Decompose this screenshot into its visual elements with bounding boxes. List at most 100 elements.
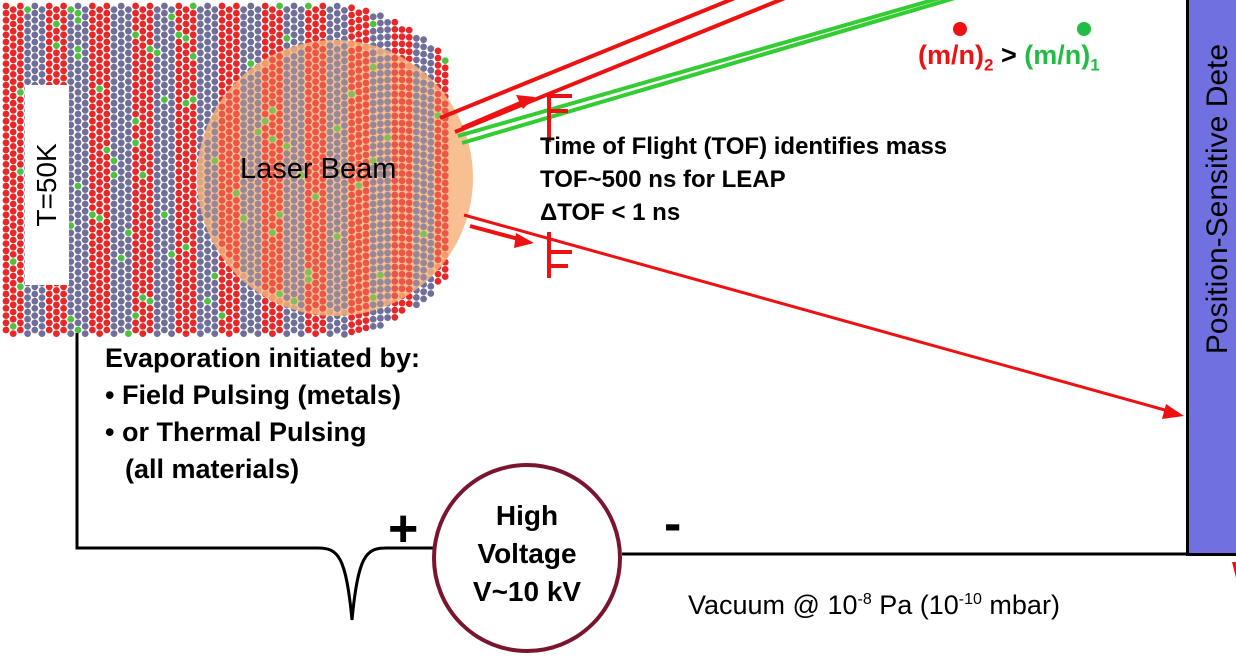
atom — [434, 198, 442, 206]
atom — [117, 182, 125, 190]
atom — [124, 323, 132, 330]
atom — [218, 197, 226, 204]
atom — [175, 233, 183, 240]
atom — [384, 155, 391, 163]
atom — [67, 200, 75, 208]
atom — [247, 204, 255, 212]
atom — [305, 312, 312, 319]
atom — [96, 128, 103, 136]
atom — [110, 207, 118, 215]
atom — [355, 9, 363, 17]
atom — [204, 153, 212, 161]
atom — [254, 114, 262, 121]
atom — [362, 14, 370, 22]
atom — [89, 204, 96, 212]
pulse-waveform — [317, 546, 434, 621]
atom — [290, 117, 298, 125]
atom — [132, 233, 140, 240]
atom — [420, 115, 427, 123]
atom — [377, 178, 384, 185]
atom — [247, 319, 255, 327]
atom — [355, 182, 363, 190]
atom — [319, 189, 327, 197]
atom — [283, 128, 291, 136]
atom — [197, 229, 204, 237]
atom — [9, 301, 17, 309]
atom — [74, 182, 82, 190]
atom — [96, 272, 103, 280]
atom — [297, 330, 305, 337]
atom — [103, 60, 111, 67]
atom — [81, 215, 89, 222]
atom — [146, 290, 154, 298]
atom — [254, 308, 262, 316]
atom — [2, 182, 10, 190]
atom — [225, 308, 233, 316]
atom — [398, 105, 406, 113]
atom — [60, 9, 67, 17]
atom — [17, 60, 24, 67]
atom — [146, 211, 154, 219]
atom — [153, 6, 161, 13]
atom — [261, 225, 269, 233]
atom — [110, 265, 118, 273]
atom — [225, 251, 233, 258]
atom — [391, 213, 399, 221]
atom — [434, 205, 442, 213]
atom — [24, 20, 31, 28]
atom — [218, 74, 226, 82]
atom — [269, 56, 276, 64]
atom — [31, 290, 39, 298]
atom — [89, 96, 96, 103]
atom — [247, 312, 255, 319]
atom — [348, 314, 355, 321]
atom — [225, 99, 233, 107]
atom — [326, 164, 334, 172]
atom — [132, 110, 140, 118]
atom — [168, 150, 176, 158]
atom — [369, 143, 377, 150]
atom — [204, 139, 212, 147]
atom — [420, 129, 427, 137]
atom — [161, 175, 168, 183]
atom — [67, 251, 75, 258]
atom — [211, 186, 219, 194]
atom — [89, 189, 96, 197]
atom — [333, 110, 341, 118]
atom — [362, 173, 370, 181]
atom — [96, 243, 103, 251]
atom — [326, 128, 334, 136]
atom — [254, 157, 262, 165]
atom — [182, 215, 190, 222]
atom — [398, 155, 406, 163]
atom — [139, 279, 147, 287]
atom — [182, 63, 190, 71]
atom — [146, 305, 154, 312]
atom — [269, 128, 276, 136]
atom — [139, 330, 147, 337]
atom — [110, 243, 118, 251]
atom — [405, 26, 413, 34]
atom — [420, 187, 427, 195]
atom — [189, 38, 197, 46]
atom — [233, 89, 240, 96]
atom — [124, 171, 132, 179]
atom — [161, 276, 168, 283]
atom — [254, 20, 262, 28]
atom — [74, 218, 82, 226]
atom — [377, 307, 384, 315]
atom — [124, 215, 132, 222]
atom — [153, 323, 161, 330]
atom — [362, 230, 370, 238]
atom — [355, 74, 363, 81]
atom — [110, 49, 118, 57]
atom — [182, 200, 190, 208]
atom — [333, 283, 341, 291]
atom — [17, 17, 24, 24]
atom — [103, 161, 111, 168]
atom — [377, 250, 384, 257]
atom — [218, 153, 226, 161]
atom — [96, 78, 103, 85]
atom — [175, 218, 183, 226]
atom — [211, 179, 219, 186]
